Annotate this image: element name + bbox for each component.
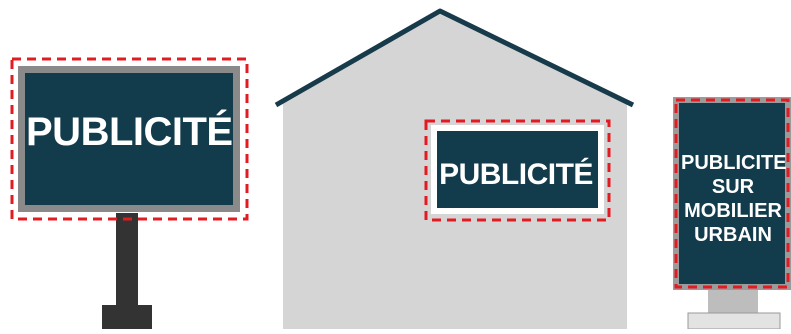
urban-label-line-3: MOBILIER — [684, 200, 782, 222]
billboard-label: PUBLICITÉ — [26, 110, 233, 154]
urban-label-line-1: PUBLICITE — [681, 152, 787, 174]
wall-sign-panel — [437, 131, 598, 208]
billboard-post — [116, 213, 138, 329]
billboard-highlight — [10, 57, 249, 221]
house-roof — [274, 8, 635, 108]
urban-furniture-stand — [708, 286, 758, 316]
billboard-panel — [25, 73, 233, 205]
wall-sign-label: PUBLICITÉ — [439, 158, 593, 191]
wall-sign-highlight — [424, 119, 611, 222]
urban-label-line-2: SUR — [711, 176, 755, 198]
urban-furniture-panel — [679, 103, 785, 284]
urban-furniture-base — [687, 312, 781, 330]
billboard-base — [102, 305, 152, 329]
urban-label-line-4: URBAIN — [694, 224, 772, 246]
urban-furniture-label: PUBLICITE SUR MOBILIER URBAIN — [681, 151, 787, 247]
